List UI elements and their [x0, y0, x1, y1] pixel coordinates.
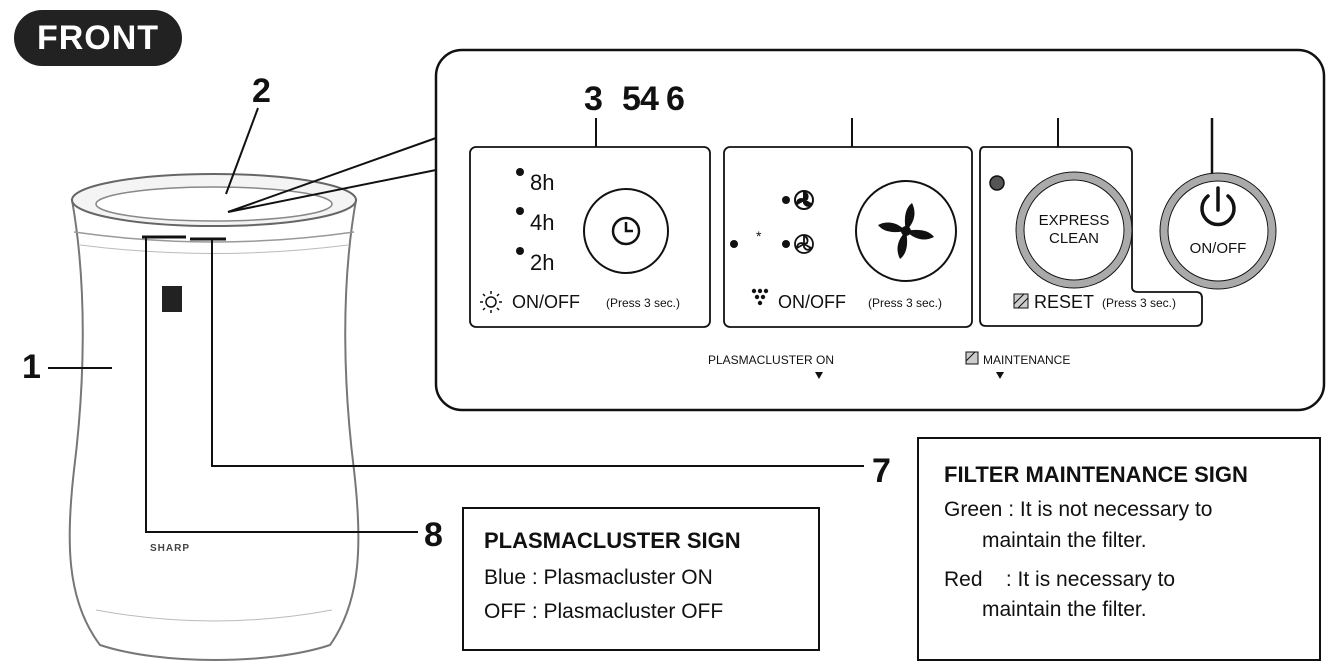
reset-label: RESET	[1034, 292, 1095, 312]
front-badge: FRONT	[14, 10, 182, 66]
plasma-box-line-1: Blue : Plasmacluster ON	[484, 566, 713, 589]
reset-press-note: (Press 3 sec.)	[1102, 296, 1177, 310]
plasma-press-note: (Press 3 sec.)	[868, 296, 943, 310]
plasma-box-line-2: OFF : Plasmacluster OFF	[484, 600, 724, 623]
callout-1: 1	[22, 348, 41, 386]
clean-label: CLEAN	[1048, 230, 1100, 247]
filter-box-title: FILTER MAINTENANCE SIGN	[944, 462, 1248, 487]
maintenance-indicator-label: MAINTENANCE	[983, 353, 1071, 367]
callout-7: 7	[872, 452, 891, 490]
power-button[interactable]	[1164, 177, 1272, 285]
timer-4h-label: 4h	[530, 210, 555, 235]
callout-3: 3	[584, 80, 603, 118]
callout-6: 6	[666, 80, 685, 118]
power-label: ON/OFF	[1189, 240, 1247, 257]
callout-5: 5	[622, 80, 641, 118]
filter-box-line-2: maintain the filter.	[982, 529, 1147, 552]
plasmacluster-on-indicator-label: PLASMACLUSTER ON	[708, 353, 835, 367]
timer-button[interactable]	[584, 189, 668, 273]
express-label: EXPRESS	[1038, 212, 1110, 229]
callout-8: 8	[424, 516, 443, 554]
fan-speed-button[interactable]	[856, 181, 956, 281]
plasma-box-title: PLASMACLUSTER SIGN	[484, 528, 741, 553]
filter-box-line-4: maintain the filter.	[982, 598, 1147, 621]
filter-box-line-3: Red : It is necessary to	[944, 568, 1176, 591]
callout-2: 2	[252, 72, 271, 110]
brand-logo: SHARP	[150, 543, 191, 554]
filter-box-line-1: Green : It is not necessary to	[944, 498, 1213, 521]
light-press-note: (Press 3 sec.)	[606, 296, 681, 310]
callout-4: 4	[640, 80, 659, 118]
timer-8h-label: 8h	[530, 170, 555, 195]
timer-2h-label: 2h	[530, 250, 555, 275]
plasma-onoff-label: ON/OFF	[778, 292, 846, 312]
light-onoff-label: ON/OFF	[512, 292, 580, 312]
svg-text:*: *	[756, 228, 762, 244]
